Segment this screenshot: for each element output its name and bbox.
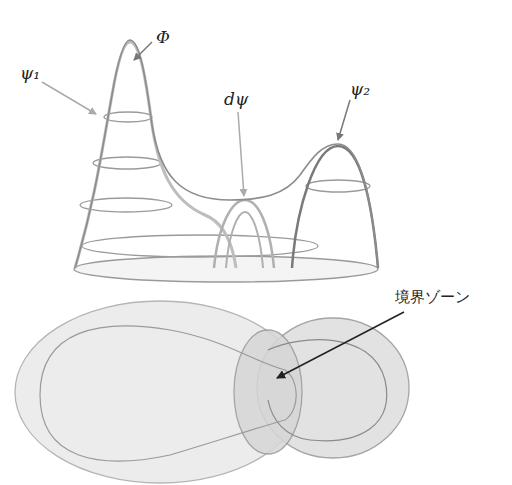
zone-label: 境界ゾーン bbox=[395, 289, 470, 306]
dpsi-label: dψ bbox=[224, 90, 248, 109]
phi-label: Φ bbox=[156, 28, 170, 47]
psi2-label: ψ₂ bbox=[350, 80, 370, 99]
psi1-label: ψ₁ bbox=[20, 64, 40, 83]
